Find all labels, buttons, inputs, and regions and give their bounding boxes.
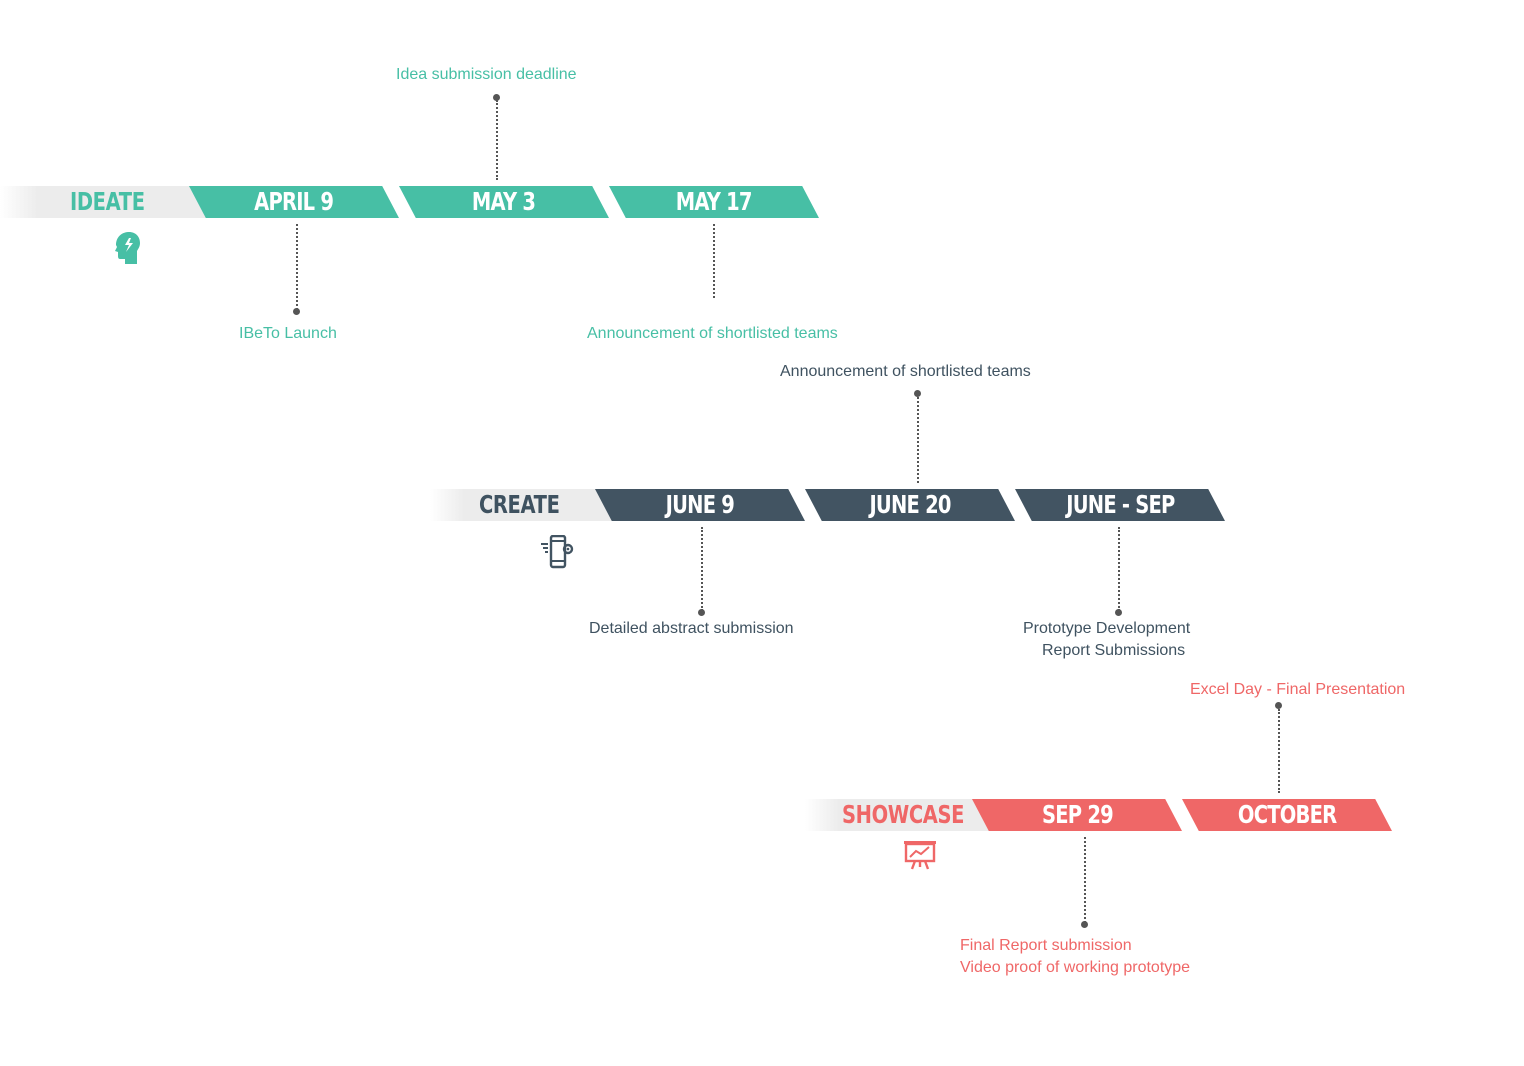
dot-june-9: [698, 609, 705, 616]
date-label: OCTOBER: [1237, 800, 1337, 829]
create-label-band: [430, 489, 620, 521]
date-block-june-sep: JUNE - SEP: [1015, 489, 1225, 521]
connector-june-sep: [1118, 527, 1120, 611]
caption-may-3: Idea submission deadline: [396, 66, 577, 83]
date-label: MAY 3: [472, 187, 536, 216]
date-block-may-17: MAY 17: [609, 186, 819, 218]
dot-june-20: [914, 390, 921, 397]
caption-april-9: IBeTo Launch: [239, 325, 337, 342]
connector-may-17: [713, 224, 715, 298]
dot-may-3: [493, 94, 500, 101]
head-idea-icon: [115, 232, 140, 264]
connector-june-9: [701, 527, 703, 611]
showcase-label-band: [805, 799, 995, 831]
date-label: JUNE - SEP: [1065, 490, 1175, 519]
caption-sep-29-line1: Final Report submission: [960, 937, 1132, 954]
presentation-board-icon: [904, 841, 936, 870]
connector-may-3: [496, 100, 498, 180]
caption-june-9: Detailed abstract submission: [589, 620, 794, 637]
date-label: APRIL 9: [254, 187, 334, 216]
dot-sep-29: [1081, 921, 1088, 928]
date-label: MAY 17: [675, 187, 753, 216]
ideate-title: IDEATE: [70, 187, 145, 216]
dot-june-sep: [1115, 609, 1122, 616]
caption-june-sep-line2: Report Submissions: [1042, 642, 1186, 659]
create-title: CREATE: [479, 490, 560, 519]
mobile-settings-icon: [541, 535, 574, 569]
date-label: SEP 29: [1041, 800, 1114, 829]
dot-april-9: [293, 308, 300, 315]
caption-sep-29-line2: Video proof of working prototype: [960, 959, 1191, 976]
connector-october: [1278, 709, 1280, 793]
caption-june-20: Announcement of shortlisted teams: [780, 363, 1031, 380]
ideate-label-band: [0, 186, 210, 218]
date-block-october: OCTOBER: [1182, 799, 1392, 831]
dot-october: [1275, 702, 1282, 709]
caption-june-sep-line1: Prototype Development: [1023, 620, 1191, 637]
date-block-april-9: APRIL 9: [189, 186, 399, 218]
showcase-title: SHOWCASE: [842, 800, 965, 829]
connector-april-9: [296, 224, 298, 310]
date-block-may-3: MAY 3: [399, 186, 609, 218]
date-block-june-9: JUNE 9: [595, 489, 805, 521]
caption-october: Excel Day - Final Presentation: [1190, 681, 1406, 698]
connector-sep-29: [1084, 837, 1086, 923]
date-block-sep-29: SEP 29: [972, 799, 1182, 831]
connector-june-20: [917, 397, 919, 483]
caption-may-17: Announcement of shortlisted teams: [587, 325, 838, 342]
date-label: JUNE 9: [665, 490, 735, 519]
date-label: JUNE 20: [869, 490, 951, 519]
date-block-june-20: JUNE 20: [805, 489, 1015, 521]
